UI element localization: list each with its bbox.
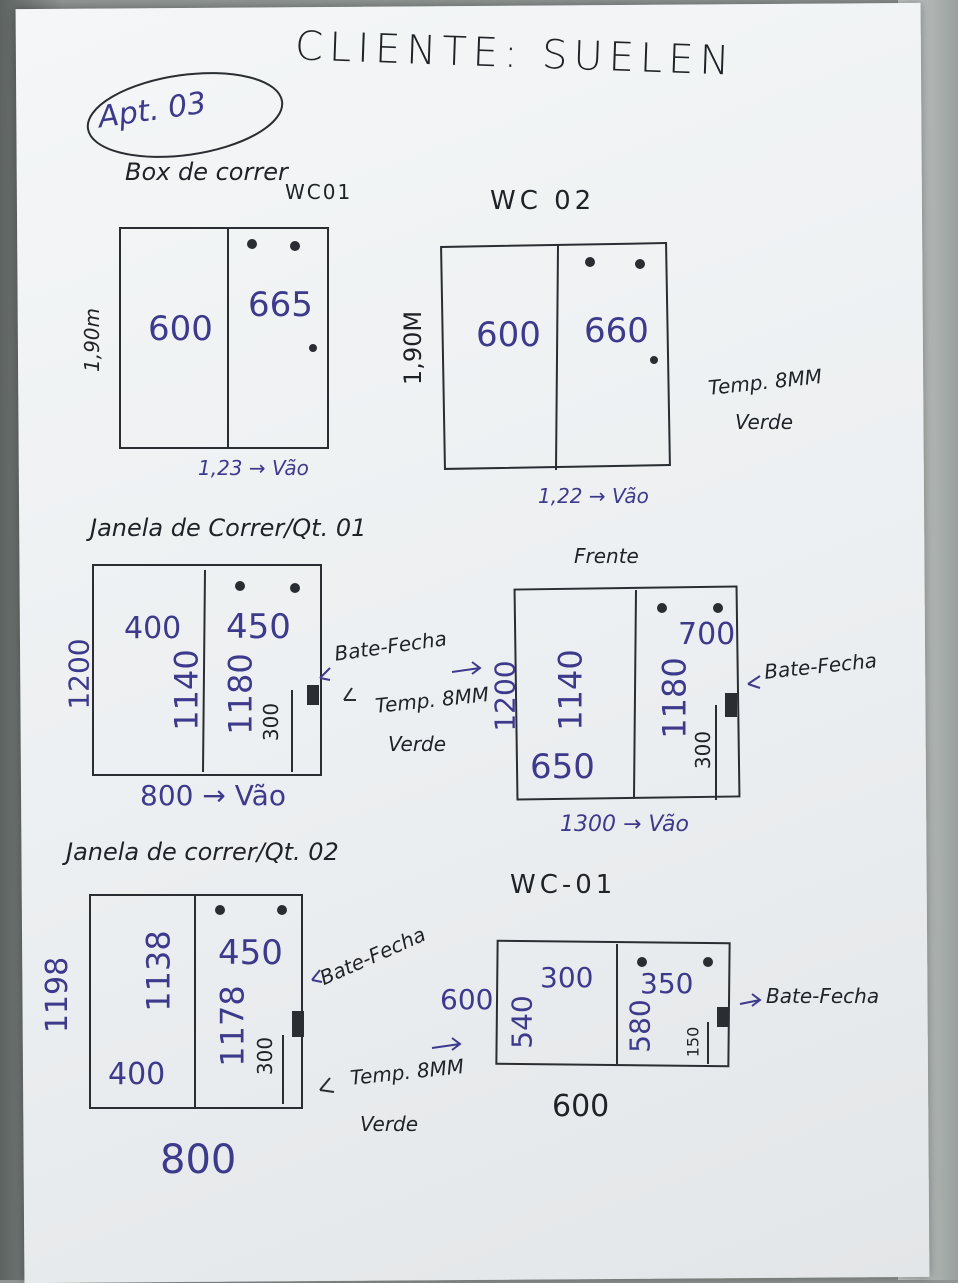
wc01-window-latch-height: 150 <box>683 1026 703 1058</box>
wc01-window-right-height: 580 <box>623 999 657 1053</box>
wc01-window-top-right: 350 <box>640 967 694 1000</box>
janela02-latch-height: 300 <box>253 1036 278 1076</box>
janela01-span: 800 → Vão <box>140 779 286 812</box>
wc01-window-top-left: 300 <box>540 961 594 994</box>
wc01-window-label: WC-01 <box>510 870 617 900</box>
janela01-latch-height: 300 <box>259 702 284 742</box>
frente-top-right: 700 <box>678 617 736 652</box>
janela01-right-height: 1180 <box>221 653 260 735</box>
frente-span: 1300 → Vão <box>560 812 689 837</box>
wc02-box-left-panel: 600 <box>476 315 541 355</box>
wc01-window-width: 600 <box>552 1089 610 1124</box>
wc02-box-label: WC 02 <box>490 186 596 216</box>
wc01-window-latch: Bate-Fecha <box>766 984 880 1008</box>
frente-right-height: 1180 <box>655 657 694 739</box>
wc02-box-frame <box>440 242 671 470</box>
frente-latch-height: 300 <box>691 730 716 770</box>
wc01-box-label: WC01 <box>285 180 353 204</box>
wc01-window-left-height: 540 <box>505 995 539 1049</box>
apartment-oval <box>86 72 284 158</box>
wc01-box-frame <box>119 227 329 449</box>
frente-left-height: 1140 <box>551 649 590 731</box>
frente-frame <box>513 585 741 801</box>
wc02-box-right-panel: 660 <box>584 311 649 351</box>
janela02-top-right: 450 <box>218 933 283 973</box>
janela01-divider <box>202 569 206 773</box>
wc02-glass-note-2: Verde <box>735 410 794 434</box>
frente-height: 1200 <box>488 660 522 732</box>
janela02-height: 1198 <box>40 956 76 1034</box>
wc01-box-span: 1,23 → Vão <box>198 456 309 480</box>
wc01-box-height: 1,90m <box>80 307 105 373</box>
janela01-left-height: 1140 <box>167 649 206 731</box>
wc01-window-frame <box>495 939 731 1068</box>
janela02-label: Janela de correr/Qt. 02 <box>66 838 339 866</box>
janela02-left-height: 1138 <box>139 930 178 1012</box>
wc01-box-right-panel: 665 <box>248 285 313 325</box>
janela01-height: 1200 <box>62 638 96 710</box>
janela02-glass-note-2: Verde <box>360 1112 419 1136</box>
janela01-label: Janela de Correr/Qt. 01 <box>90 514 367 542</box>
wc01-window-outer-height: 600 <box>440 983 494 1016</box>
wc02-box-divider <box>555 244 559 471</box>
box-subtitle: Box de correr <box>125 158 288 186</box>
frente-divider <box>633 589 637 799</box>
frente-label: Frente <box>574 544 639 568</box>
janela01-frame <box>92 564 322 776</box>
janela01-top-right: 450 <box>226 607 291 647</box>
janela02-right-height: 1178 <box>213 985 252 1067</box>
wc01-box-left-panel: 600 <box>148 309 213 349</box>
wc02-box-span: 1,22 → Vão <box>538 484 649 508</box>
janela02-width: 800 <box>160 1137 237 1183</box>
wc02-box-height: 1,90M <box>399 310 428 386</box>
janela01-glass-note-2: Verde <box>388 732 447 756</box>
janela01-top-left: 400 <box>124 611 182 646</box>
janela02-bottom-left: 400 <box>108 1057 166 1092</box>
frente-bottom-left: 650 <box>530 747 595 787</box>
